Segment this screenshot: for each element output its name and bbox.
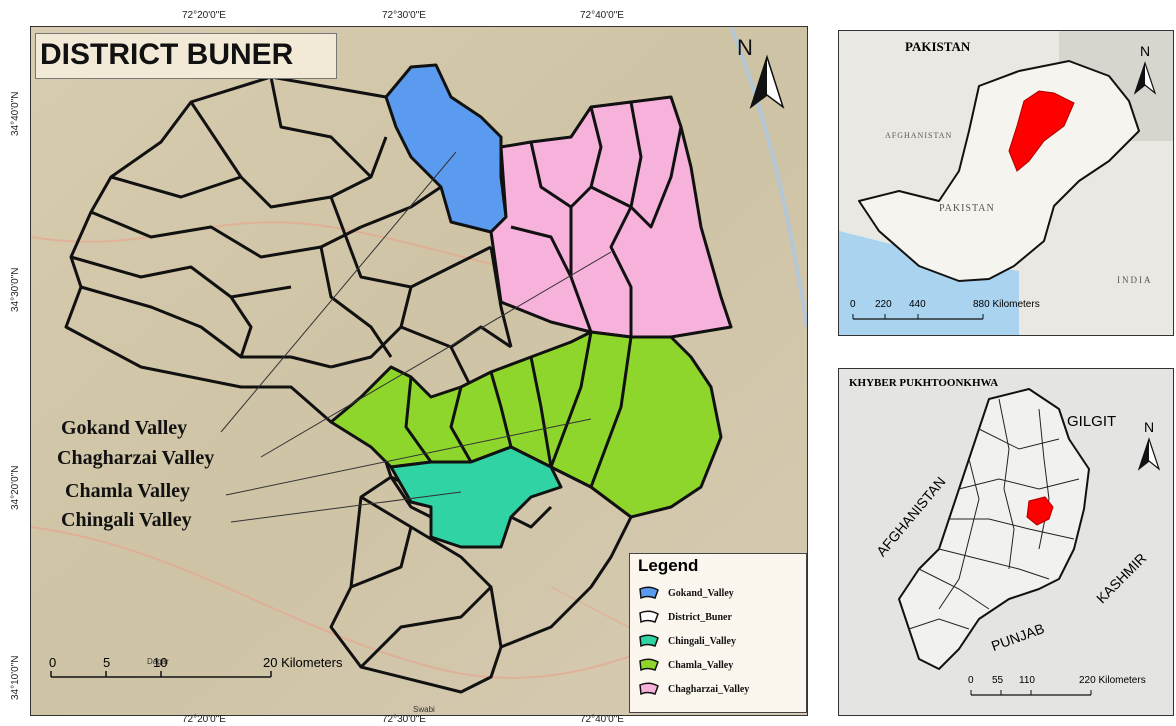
pakistan-north-arrow-icon xyxy=(1133,61,1157,95)
pakistan-scale-tick-0: 0 xyxy=(850,299,856,310)
kp-scale-tick-220: 220 Kilometers xyxy=(1079,675,1146,686)
pakistan-country-label: PAKISTAN xyxy=(939,203,995,214)
main-map-panel: DISTRICT BUNER N Gokand Valley Chagharza… xyxy=(30,26,808,716)
main-scale-tick-10: 10 xyxy=(153,655,168,670)
kp-inset-canvas xyxy=(839,369,1173,715)
kp-inset-title: KHYBER PUKHTOONKHWA xyxy=(849,377,999,389)
label-chamla-valley: Chamla Valley xyxy=(65,480,191,502)
bottom-coord-3: 72°40'0"E xyxy=(580,714,624,725)
kp-scale-bar xyxy=(970,690,1092,696)
kp-scale-tick-110: 110 xyxy=(1019,675,1035,686)
legend-item-chagharzai: Chagharzai_Valley xyxy=(638,680,749,698)
label-gilgit: GILGIT xyxy=(1067,413,1117,430)
legend-label-chingali: Chingali_Valley xyxy=(668,635,736,647)
legend: Legend Gokand_Valley District_Buner Chin… xyxy=(629,553,807,713)
arabian-sea xyxy=(839,231,1019,335)
left-coord-3: 34°20'0"N xyxy=(10,465,21,511)
kp-outline xyxy=(898,388,1090,670)
kp-scale-tick-55: 55 xyxy=(992,675,1004,686)
left-coord-4: 34°10'0"N xyxy=(10,655,21,701)
pakistan-inset-canvas xyxy=(839,31,1173,335)
place-dagar: Dagar xyxy=(147,657,169,666)
main-scale-tick-0: 0 xyxy=(49,655,57,670)
main-title-box: DISTRICT BUNER xyxy=(35,33,337,79)
legend-item-chamla: Chamla_Valley xyxy=(638,656,733,674)
legend-swatch-district xyxy=(639,610,659,624)
kp-highlight-region xyxy=(1008,90,1075,172)
river-line xyxy=(729,27,807,328)
label-gokand-valley: Gokand Valley xyxy=(61,417,188,439)
chagharzai-internal-boundaries xyxy=(510,101,683,337)
pakistan-scale-tick-880: 880 Kilometers xyxy=(973,299,1040,310)
buner-highlight-region xyxy=(1026,496,1054,526)
label-india-neighbor: INDIA xyxy=(1117,275,1153,285)
district-buner-boundaries xyxy=(64,75,633,694)
kp-district-boundaries xyxy=(908,398,1080,630)
main-scale-tick-20: 20 Kilometers xyxy=(263,655,343,670)
label-afghanistan-neighbor: AFGHANISTAN xyxy=(885,131,953,140)
north-arrow-icon xyxy=(749,54,785,110)
top-coord-1: 72°20'0"E xyxy=(182,10,226,21)
pakistan-north-label: N xyxy=(1140,43,1151,59)
kp-north-label: N xyxy=(1144,419,1155,435)
chingali-valley-region xyxy=(389,445,563,549)
chamla-internal-boundaries xyxy=(404,331,633,488)
legend-title: Legend xyxy=(638,556,699,575)
pakistan-outline xyxy=(858,60,1140,282)
pakistan-inset-panel: PAKISTAN N PAKISTAN AFGHANISTAN INDIA 0 … xyxy=(838,30,1174,336)
left-coord-2: 34°30'0"N xyxy=(10,267,21,313)
top-coord-3: 72°40'0"E xyxy=(580,10,624,21)
kp-inset-panel: KHYBER PUKHTOONKHWA N GILGIT AFGHANISTAN… xyxy=(838,368,1174,716)
main-scale-tick-5: 5 xyxy=(103,655,111,670)
left-coord-1: 34°40'0"N xyxy=(10,91,21,137)
legend-item-chingali: Chingali_Valley xyxy=(638,632,736,650)
legend-label-chagharzai: Chagharzai_Valley xyxy=(668,683,750,695)
legend-swatch-chagharzai xyxy=(639,682,659,696)
legend-swatch-chingali xyxy=(639,634,659,648)
pakistan-scale-bar xyxy=(852,314,984,320)
callout-leader-lines xyxy=(220,151,612,523)
label-chagharzai-valley: Chagharzai Valley xyxy=(57,447,215,469)
main-map-canvas xyxy=(31,27,807,715)
pakistan-scale-tick-220: 220 xyxy=(875,299,892,310)
main-scale-bar xyxy=(50,671,272,678)
kp-scale-tick-0: 0 xyxy=(968,675,974,686)
legend-label-district: District_Buner xyxy=(668,611,732,623)
main-north-label: N xyxy=(737,35,753,60)
pakistan-scale-tick-440: 440 xyxy=(909,299,926,310)
main-title: DISTRICT BUNER xyxy=(40,38,294,71)
bottom-coord-1: 72°20'0"E xyxy=(182,714,226,725)
place-swabi: Swabi xyxy=(413,705,435,714)
legend-item-district: District_Buner xyxy=(638,608,732,626)
legend-swatch-gokand xyxy=(639,586,659,600)
legend-item-gokand: Gokand_Valley xyxy=(638,584,734,602)
bottom-coord-2: 72°30'0"E xyxy=(382,714,426,725)
legend-label-chamla: Chamla_Valley xyxy=(668,659,734,671)
label-chingali-valley: Chingali Valley xyxy=(61,509,192,531)
top-coord-2: 72°30'0"E xyxy=(382,10,426,21)
legend-swatch-chamla xyxy=(639,658,659,672)
kp-north-arrow-icon xyxy=(1137,437,1161,471)
pakistan-inset-title: PAKISTAN xyxy=(905,39,971,54)
legend-label-gokand: Gokand_Valley xyxy=(668,587,734,599)
